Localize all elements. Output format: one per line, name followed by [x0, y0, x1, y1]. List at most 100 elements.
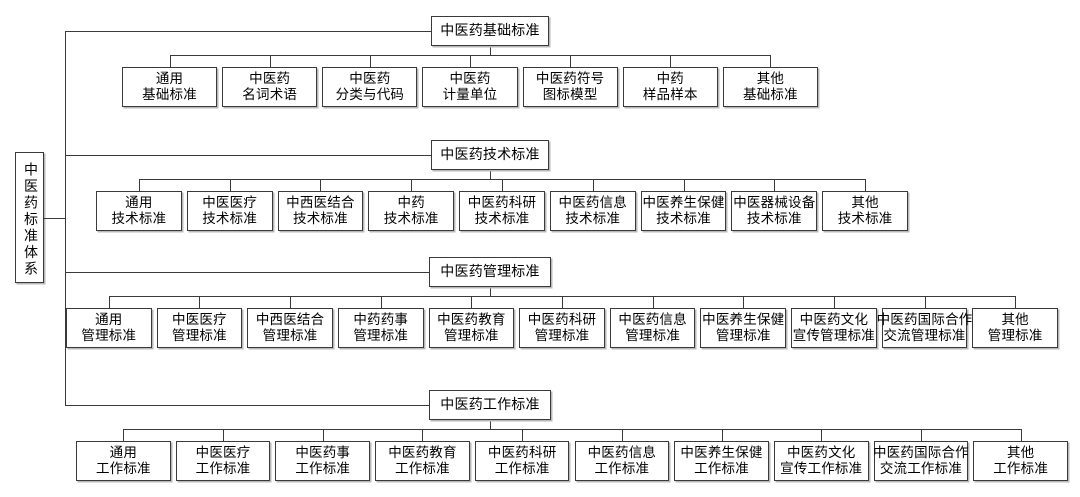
child-node-line1: 中医药信息 — [618, 312, 687, 328]
connector-horizontal — [65, 405, 429, 406]
child-node[interactable]: 中医医疗管理标准 — [156, 308, 243, 348]
child-node[interactable]: 中西医结合管理标准 — [247, 308, 333, 348]
child-node[interactable]: 中医药科研管理标准 — [519, 308, 605, 348]
child-node[interactable]: 中医养生保健技术标准 — [640, 191, 727, 231]
connector-horizontal — [123, 429, 1021, 430]
child-node[interactable]: 中医药事工作标准 — [275, 441, 371, 481]
child-node[interactable]: 中医养生保健管理标准 — [700, 308, 787, 348]
child-node-line1: 中医药教育 — [388, 445, 457, 461]
child-node-line1: 通用 — [155, 71, 184, 87]
child-node-line1: 中药药事 — [353, 312, 409, 328]
child-node-line1: 通用 — [95, 312, 123, 328]
child-node[interactable]: 中医药分类与代码 — [322, 67, 418, 107]
child-node[interactable]: 其他技术标准 — [822, 191, 908, 231]
child-node[interactable]: 中医药计量单位 — [422, 67, 518, 107]
child-node-line2: 交流工作标准 — [879, 461, 963, 477]
child-node-line2: 工作标准 — [395, 461, 450, 477]
child-node[interactable]: 中医药信息技术标准 — [549, 191, 636, 231]
child-node-line1: 中医药文化 — [799, 312, 869, 328]
child-node-line2: 工作标准 — [494, 461, 550, 477]
group-parent-node[interactable]: 中医药技术标准 — [431, 140, 549, 170]
child-node-line2: 名词术语 — [242, 87, 298, 103]
child-node[interactable]: 通用管理标准 — [66, 308, 152, 348]
root-node[interactable]: 中医药标准体系 — [15, 152, 44, 283]
connector-vertical — [199, 296, 201, 308]
child-node[interactable]: 中医药教育管理标准 — [428, 308, 515, 348]
child-node-line1: 中医药文化 — [786, 445, 856, 461]
child-node-line1: 中医药科研 — [467, 195, 537, 211]
child-node-line2: 宣传管理标准 — [792, 328, 875, 344]
child-node-line2: 管理标准 — [262, 328, 318, 344]
child-node[interactable]: 其他管理标准 — [972, 308, 1058, 348]
connector-vertical — [920, 429, 922, 441]
child-node[interactable]: 中医养生保健工作标准 — [674, 441, 769, 481]
child-node[interactable]: 中医药信息工作标准 — [574, 441, 670, 481]
child-node[interactable]: 中医药符号图标模型 — [522, 67, 618, 107]
child-node[interactable]: 中医药信息管理标准 — [609, 308, 696, 348]
child-node[interactable]: 中药技术标准 — [368, 191, 455, 231]
connector-vertical — [502, 179, 503, 191]
group-parent-node[interactable]: 中医药管理标准 — [429, 257, 551, 287]
child-node-line2: 管理标准 — [715, 328, 771, 344]
child-node-line1: 其他 — [1006, 445, 1035, 461]
connector-horizontal — [138, 179, 866, 180]
child-node[interactable]: 中医药国际合作交流管理标准 — [877, 308, 972, 348]
child-node-line2: 工作标准 — [195, 461, 251, 477]
connector-vertical — [290, 296, 292, 308]
child-node-line1: 中医药 — [249, 71, 291, 87]
child-node-line1: 中医养生保健 — [642, 195, 725, 211]
connector-vertical — [721, 429, 723, 441]
child-node-line1: 其他 — [1001, 312, 1029, 328]
connector-vertical — [821, 429, 823, 441]
child-node-line1: 中医药 — [349, 71, 391, 87]
child-node[interactable]: 其他工作标准 — [973, 441, 1068, 481]
connector-vertical — [320, 179, 322, 191]
child-node[interactable]: 中医药国际合作交流工作标准 — [873, 441, 969, 481]
child-node-line1: 中医药事 — [295, 445, 351, 461]
child-node[interactable]: 中医药文化宣传管理标准 — [791, 308, 877, 348]
group-parent-node[interactable]: 中医药工作标准 — [429, 390, 551, 420]
connector-vertical — [924, 296, 926, 308]
connector-vertical — [522, 429, 524, 441]
child-node[interactable]: 中医医疗工作标准 — [175, 441, 271, 481]
child-node[interactable]: 通用工作标准 — [76, 441, 171, 481]
connector-vertical — [592, 179, 594, 191]
child-node[interactable]: 中医医疗技术标准 — [186, 191, 273, 231]
child-node-line2: 工作标准 — [594, 461, 650, 477]
child-node[interactable]: 中医器械设备技术标准 — [731, 191, 818, 231]
group-parent-node[interactable]: 中医药基础标准 — [431, 16, 549, 46]
child-node-line1: 通用 — [125, 195, 153, 211]
child-node-line2: 计量单位 — [442, 87, 498, 103]
connector-vertical — [833, 296, 835, 308]
child-node[interactable]: 中医药文化宣传工作标准 — [773, 441, 869, 481]
child-node[interactable]: 通用基础标准 — [122, 67, 218, 107]
child-node[interactable]: 中医药科研技术标准 — [459, 191, 545, 231]
child-node-line2: 技术标准 — [565, 211, 621, 227]
connector-vertical — [570, 55, 572, 67]
child-node-line1: 中医养生保健 — [680, 445, 763, 461]
child-node-line1: 中医药教育 — [437, 312, 506, 328]
child-node[interactable]: 中医药名词术语 — [222, 67, 318, 107]
child-node[interactable]: 中西医结合技术标准 — [277, 191, 364, 231]
child-node-line2: 宣传工作标准 — [780, 461, 863, 477]
connector-vertical — [621, 429, 623, 441]
child-node[interactable]: 中医药教育工作标准 — [375, 441, 470, 481]
connector-vertical — [471, 296, 473, 308]
child-node[interactable]: 中药样品样本 — [622, 67, 718, 107]
child-node[interactable]: 通用技术标准 — [96, 191, 182, 231]
connector-vertical — [683, 179, 685, 191]
child-node-line1: 中西医结合 — [255, 312, 325, 328]
connector-vertical — [490, 46, 491, 55]
child-node-line2: 基础标准 — [142, 87, 197, 103]
child-node[interactable]: 中医药科研工作标准 — [474, 441, 570, 481]
connector-horizontal — [65, 272, 429, 273]
connector-vertical — [65, 31, 66, 405]
connector-vertical — [229, 179, 231, 191]
connector-vertical — [380, 296, 382, 308]
child-node[interactable]: 其他基础标准 — [722, 67, 818, 107]
child-node-line2: 工作标准 — [993, 461, 1049, 477]
child-node-line2: 分类与代码 — [335, 87, 405, 103]
child-node[interactable]: 中药药事管理标准 — [337, 308, 424, 348]
child-node-line2: 管理标准 — [534, 328, 590, 344]
connector-horizontal — [65, 155, 431, 156]
